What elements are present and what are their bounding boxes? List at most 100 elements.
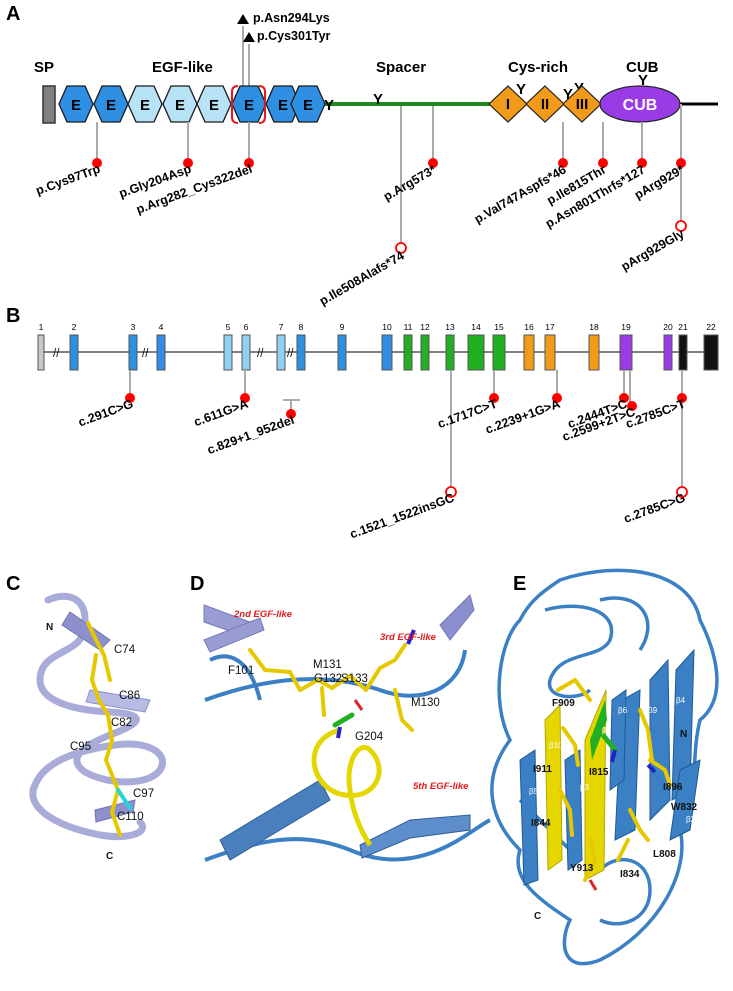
- deletion-bracket-left: [231, 85, 239, 124]
- signal-peptide-box: [42, 85, 56, 124]
- glycosylation-mark: Y: [324, 97, 334, 114]
- strand-label: β8: [510, 768, 520, 777]
- domain-label-spacer: Spacer: [376, 59, 426, 76]
- exon-number: 21: [678, 322, 688, 332]
- variant-label: pArg929Gly: [619, 226, 687, 273]
- terminus-label: N: [46, 622, 53, 633]
- exon-number: 14: [471, 322, 481, 332]
- residue-label: I815: [589, 767, 609, 778]
- strand-label: β3: [580, 783, 590, 792]
- top-variant-label: p.Cys301Tyr: [257, 29, 331, 43]
- strand-label: β7: [602, 726, 612, 735]
- exon-number: 8: [299, 322, 304, 332]
- residue-label: Y913: [570, 863, 594, 874]
- cub-label: CUB: [623, 97, 658, 114]
- glycosylation-mark: Y: [516, 81, 526, 98]
- exon-box: [69, 334, 79, 371]
- mutation-dot: [428, 158, 438, 168]
- exon-box: [128, 334, 138, 371]
- exon-box: [420, 334, 430, 371]
- residue-label: C110: [117, 811, 144, 823]
- exon-box: [337, 334, 347, 371]
- exon-number: 7: [279, 322, 284, 332]
- exon-box: [403, 334, 413, 371]
- mutation-open-dot: [676, 486, 688, 498]
- mutation-open-dot: [675, 220, 687, 232]
- exon-box: [241, 334, 251, 371]
- strand-label: β10: [549, 741, 563, 750]
- panel-label-a: A: [6, 3, 20, 25]
- triangle-marker-icon: [237, 14, 249, 24]
- egf-hexagon: [93, 85, 129, 123]
- egf-hexagon: [58, 85, 94, 123]
- exon-number: 4: [159, 322, 164, 332]
- strand-label: β6: [618, 706, 628, 715]
- residue-label: F909: [552, 698, 575, 709]
- exon-number: 17: [545, 322, 555, 332]
- residue-label: I911: [533, 764, 552, 775]
- mutation-open-dot: [445, 486, 457, 498]
- gene-variant-label: c.1521_1522insGC: [348, 491, 456, 542]
- residue-label: G204: [355, 731, 384, 743]
- panel-label-b: B: [6, 305, 20, 327]
- exon-number: 15: [494, 322, 504, 332]
- exon-number: 13: [445, 322, 455, 332]
- egf-hexagon-label: E: [140, 97, 150, 114]
- panel-label-c: C: [6, 573, 20, 595]
- exon-box: [296, 334, 306, 371]
- egf-hexagon-label: E: [244, 97, 254, 114]
- cys-module-label: I: [506, 96, 510, 113]
- exon-number: 20: [663, 322, 673, 332]
- cys-module-label: II: [541, 96, 549, 113]
- egf-hexagon-label: E: [303, 97, 313, 114]
- mutation-dot: [598, 158, 608, 168]
- strand-label: β2: [686, 815, 696, 824]
- glycosylation-mark: Y: [638, 72, 648, 89]
- residue-label: I834: [620, 869, 640, 880]
- structure-e: [490, 568, 719, 966]
- panel-label-d: D: [190, 573, 204, 595]
- structure-c: [29, 592, 166, 841]
- variant-label: p.Ile508Alafs*74: [317, 248, 406, 308]
- domain-label-sp: SP: [34, 59, 54, 76]
- exon-box: [492, 334, 506, 371]
- exon-number: 19: [621, 322, 631, 332]
- egf-region-label: 5th EGF-like: [413, 781, 469, 792]
- cys-rich-module-1: [488, 85, 528, 123]
- mutation-dot: [286, 409, 296, 419]
- mutation-dot: [489, 393, 499, 403]
- mutation-open-dot: [395, 242, 407, 254]
- exon-box: [445, 334, 455, 371]
- exon-number: 11: [404, 322, 413, 332]
- exon-box: [544, 334, 556, 371]
- exon-number: 16: [524, 322, 534, 332]
- residue-label: M130: [411, 697, 440, 709]
- residue-label: C95: [70, 741, 91, 753]
- exon-number: 2: [72, 322, 77, 332]
- mutation-dot: [240, 393, 250, 403]
- variant-stems: [96, 104, 682, 248]
- exon-box: [37, 334, 45, 371]
- exon-box: [523, 334, 535, 371]
- exon-box: [678, 334, 688, 371]
- residue-label: W832: [671, 802, 698, 813]
- mutation-dot: [244, 158, 254, 168]
- residue-label: C86: [119, 690, 140, 702]
- exon-box: [703, 334, 719, 371]
- strand-label: β4: [676, 696, 686, 705]
- intron-break-mark: //: [287, 348, 294, 360]
- mutation-dot: [637, 158, 647, 168]
- mutation-dot: [627, 401, 637, 411]
- exon-box: [663, 334, 673, 371]
- residue-label: C82: [111, 717, 132, 729]
- residue-label: C97: [133, 788, 154, 800]
- gene-variant-label: c.2785C>G: [622, 491, 687, 526]
- exon-number: 3: [131, 322, 136, 332]
- cys-rich-module-3: [562, 85, 602, 123]
- panel-label-e: E: [513, 573, 526, 595]
- gene-variant-label: c.291C>G: [76, 397, 135, 430]
- egf-region-label: 3rd EGF-like: [380, 632, 437, 643]
- mutation-dot: [558, 158, 568, 168]
